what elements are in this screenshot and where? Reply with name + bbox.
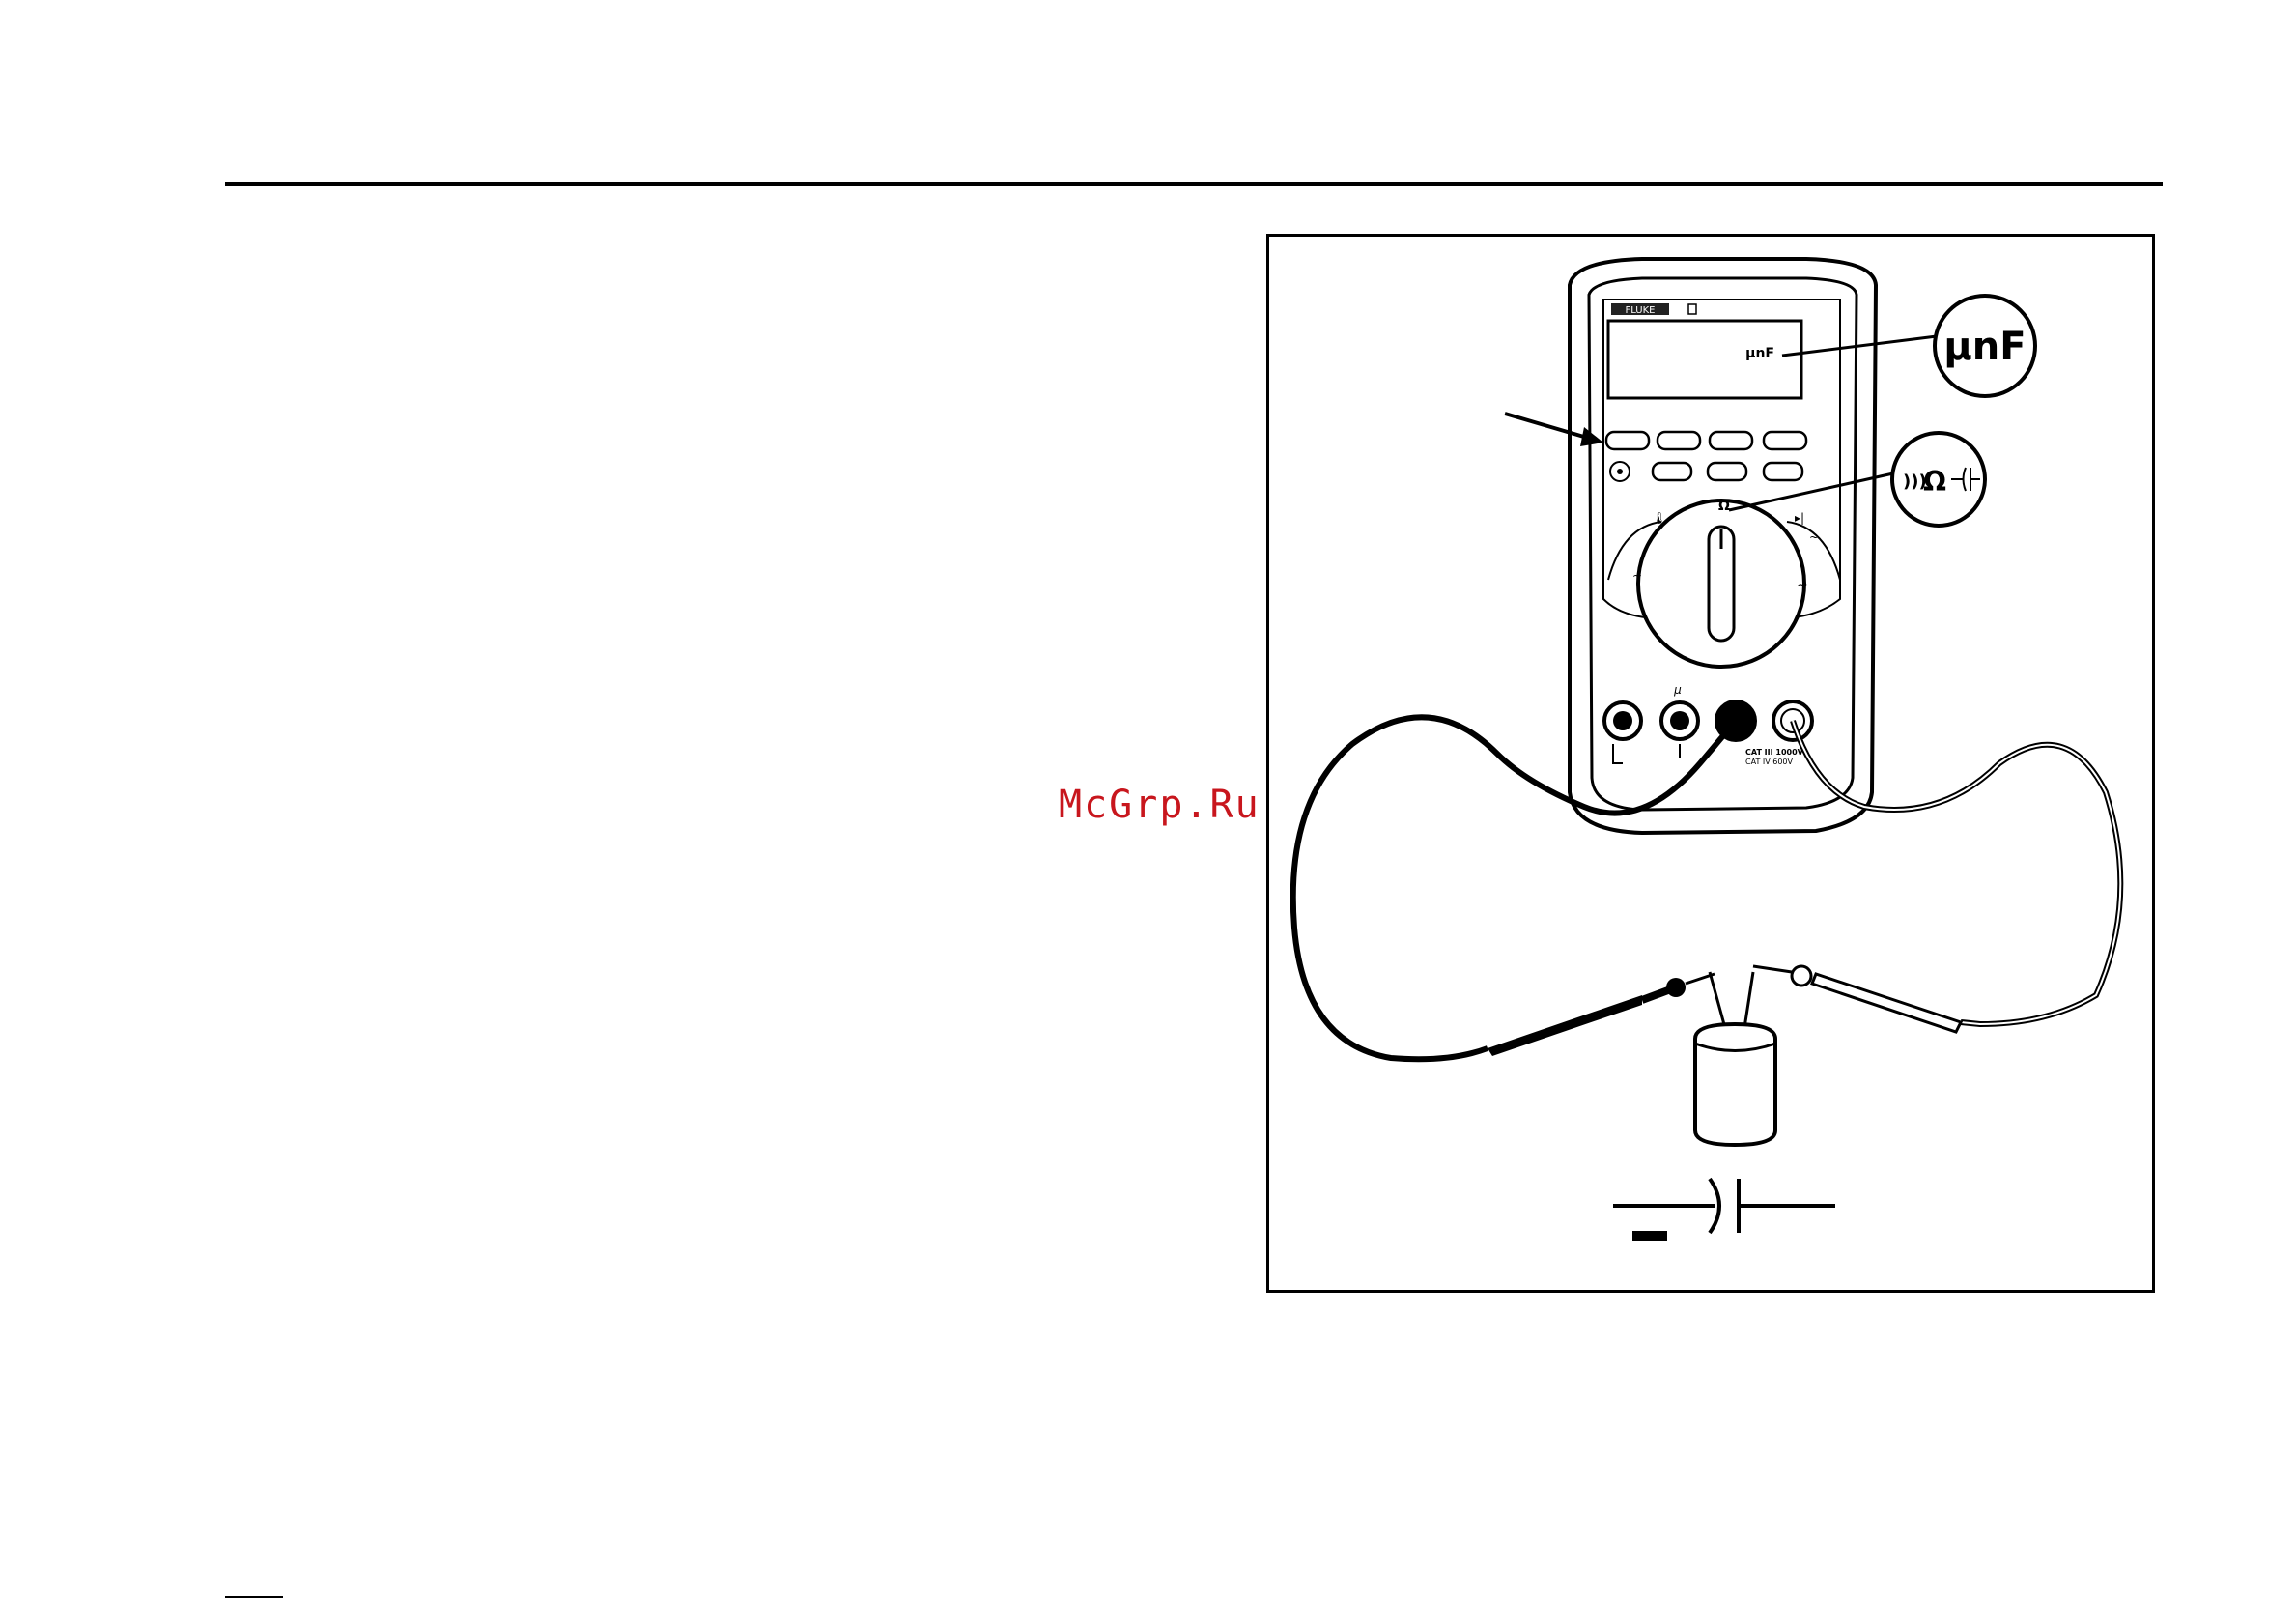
- dial-ac-low-mark: ~: [1632, 569, 1642, 583]
- capacitor-lead-right: [1744, 972, 1753, 1028]
- dial-diode-mark: ▸|: [1795, 511, 1804, 525]
- cat-rating-1: CAT III 1000V: [1745, 748, 1804, 757]
- cat-rating-2: CAT IV 600V: [1745, 758, 1794, 766]
- capacitor-symbol-minus-mark: [1632, 1231, 1667, 1241]
- hold-button: [1653, 463, 1691, 480]
- brand-text: FLUKE: [1625, 305, 1655, 316]
- capacitor-lead-left: [1710, 972, 1725, 1028]
- lcd-unit-text: µnF: [1745, 346, 1774, 361]
- capacitor-body: [1695, 1024, 1775, 1145]
- relative-button: [1708, 463, 1746, 480]
- softkey-2: [1658, 432, 1700, 449]
- softkey-1: [1606, 432, 1649, 449]
- dial-ac-mark: ~: [1809, 530, 1819, 544]
- dial-mu-ac-mark: ~: [1797, 578, 1808, 593]
- display-unit-callout-text: µnF: [1943, 325, 2026, 369]
- range-button: [1764, 463, 1802, 480]
- red-probe: [1812, 974, 1961, 1032]
- black-probe: [1488, 995, 1642, 1056]
- footer-mark: [225, 1596, 283, 1598]
- softkey-3: [1710, 432, 1752, 449]
- dial-temp-mark: 🌡: [1652, 511, 1666, 525]
- dial-ohm-mark: Ω: [1718, 499, 1730, 514]
- softkey-4: [1764, 432, 1806, 449]
- rotary-position-callout-text: Ω: [1923, 466, 1946, 498]
- jack-mu-label: µ: [1673, 683, 1682, 697]
